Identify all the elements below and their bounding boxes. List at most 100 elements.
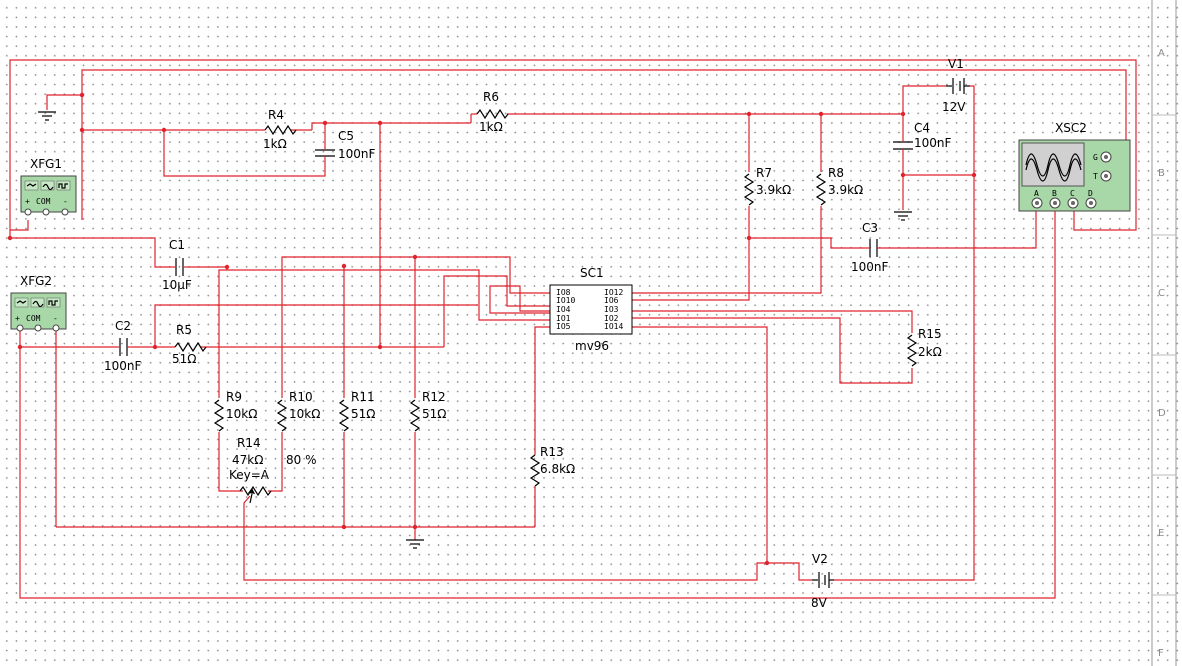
- potentiometer-r14[interactable]: R14 47kΩ Key=A 80 %: [229, 436, 317, 504]
- xsc2-pin-d: D: [1088, 189, 1093, 198]
- sc1-pin-io14: IO14: [604, 322, 623, 331]
- xsc2-pin-a: A: [1034, 189, 1039, 198]
- r8-value: 3.9kΩ: [828, 183, 863, 197]
- sc1-pin-io12: IO12: [604, 288, 623, 297]
- sc1-pin-io4: IO4: [556, 305, 571, 314]
- c5-value: 100nF: [338, 147, 376, 161]
- c4-ref: C4: [914, 121, 930, 135]
- xsc2-pin-g: G: [1093, 153, 1098, 162]
- sc1-pin-io10: IO10: [556, 296, 575, 305]
- r12-value: 51Ω: [422, 407, 446, 421]
- xfg2-label: XFG2: [20, 274, 52, 288]
- resistor-r11[interactable]: R11 51Ω: [339, 390, 375, 432]
- r10-ref: R10: [289, 390, 313, 404]
- c4-value: 100nF: [914, 136, 952, 150]
- r14-setting: 80 %: [286, 453, 317, 467]
- xfg1-com-label: COM: [36, 197, 51, 206]
- svg-text:-: -: [63, 197, 68, 206]
- svg-text:+: +: [25, 197, 30, 206]
- svg-text:+: +: [15, 314, 20, 323]
- r15-ref: R15: [918, 327, 942, 341]
- xfg1-label: XFG1: [30, 157, 62, 171]
- xsc2-pin-t: T: [1093, 172, 1098, 181]
- r7-ref: R7: [756, 166, 772, 180]
- v2-ref: V2: [812, 552, 828, 566]
- r13-ref: R13: [540, 445, 564, 459]
- ruler-row-c: C: [1158, 288, 1165, 299]
- sc1-pin-io3: IO3: [604, 305, 619, 314]
- c2-ref: C2: [115, 319, 131, 333]
- r8-ref: R8: [828, 166, 844, 180]
- ruler-row-d: D: [1158, 408, 1166, 419]
- function-generator-xfg1[interactable]: XFG1 COM + -: [20, 157, 77, 216]
- capacitor-c3[interactable]: C3 100nF: [851, 221, 889, 274]
- ruler-row-b: B: [1158, 168, 1165, 179]
- v1-ref: V1: [948, 57, 964, 71]
- resistor-r9[interactable]: R9 10kΩ: [214, 390, 257, 432]
- sc1-model: mv96: [575, 339, 609, 353]
- sheet-ruler: A B C D E F: [1151, 0, 1177, 666]
- r4-value: 1kΩ: [263, 137, 287, 151]
- c1-ref: C1: [169, 238, 185, 252]
- capacitor-c1[interactable]: C1 10µF: [162, 238, 192, 292]
- xfg2-com-label: COM: [26, 314, 41, 323]
- c1-value: 10µF: [162, 278, 192, 292]
- r9-value: 10kΩ: [226, 407, 257, 421]
- sc1-pin-io6: IO6: [604, 296, 619, 305]
- capacitor-c2[interactable]: C2 100nF: [104, 319, 142, 373]
- resistor-r6[interactable]: R6 1kΩ: [470, 90, 509, 134]
- resistor-r10[interactable]: R10 10kΩ: [277, 390, 320, 432]
- r6-value: 1kΩ: [479, 120, 503, 134]
- ground-symbol-2: [894, 211, 912, 221]
- function-generator-xfg2[interactable]: XFG2 COM +-: [10, 274, 67, 332]
- r13-value: 6.8kΩ: [540, 462, 575, 476]
- r11-ref: R11: [351, 390, 375, 404]
- ruler-row-e: E: [1158, 528, 1164, 539]
- resistor-r13[interactable]: R13 6.8kΩ: [530, 445, 575, 487]
- xsc2-label: XSC2: [1055, 121, 1087, 135]
- capacitor-c5[interactable]: C5 100nF: [315, 129, 376, 161]
- c2-value: 100nF: [104, 359, 142, 373]
- xsc2-pin-c: C: [1070, 189, 1075, 198]
- resistor-r7[interactable]: R7 3.9kΩ: [744, 166, 791, 206]
- r14-key: Key=A: [229, 468, 270, 482]
- sc1-pin-io8: IO8: [556, 288, 571, 297]
- ruler-row-f: F: [1158, 648, 1164, 659]
- resistor-r12[interactable]: R12 51Ω: [410, 390, 446, 432]
- wires[interactable]: [9, 59, 1137, 599]
- v2-value: 8V: [811, 596, 828, 610]
- ruler-row-a: A: [1158, 48, 1165, 59]
- resistor-r8[interactable]: R8 3.9kΩ: [816, 166, 863, 206]
- r12-ref: R12: [422, 390, 446, 404]
- r5-value: 51Ω: [172, 352, 196, 366]
- resistor-r15[interactable]: R15 2kΩ: [907, 327, 942, 367]
- resistor-r5[interactable]: R5 51Ω: [172, 323, 207, 366]
- r14-ref: R14: [237, 436, 261, 450]
- battery-v1[interactable]: V1 12V: [942, 57, 970, 114]
- r11-value: 51Ω: [351, 407, 375, 421]
- resistor-r4[interactable]: R4 1kΩ: [263, 108, 297, 151]
- junctions: [7, 92, 977, 566]
- sc1-pin-io2: IO2: [604, 314, 619, 323]
- r5-ref: R5: [176, 323, 192, 337]
- sc1-pin-io1: IO1: [556, 314, 571, 323]
- c5-ref: C5: [338, 129, 354, 143]
- r7-value: 3.9kΩ: [756, 183, 791, 197]
- sc1-pin-io5: IO5: [556, 322, 571, 331]
- sc1-ref: SC1: [580, 266, 604, 280]
- v1-value: 12V: [942, 100, 966, 114]
- r10-value: 10kΩ: [289, 407, 320, 421]
- r15-value: 2kΩ: [918, 345, 942, 359]
- ground-symbol-3: [406, 539, 424, 549]
- r9-ref: R9: [226, 390, 242, 404]
- r6-ref: R6: [483, 90, 499, 104]
- xsc2-pin-b: B: [1052, 189, 1057, 198]
- chip-sc1[interactable]: SC1 IO8 IO10 IO4 IO1 IO5 IO12 IO6 IO3 IO…: [549, 266, 633, 353]
- ground-symbol-1: [38, 111, 56, 121]
- capacitor-c4[interactable]: C4 100nF: [893, 121, 952, 155]
- oscilloscope-xsc2[interactable]: XSC2 G T A B C D: [1018, 121, 1131, 212]
- battery-v2[interactable]: V2 8V: [811, 552, 834, 610]
- c3-ref: C3: [862, 221, 878, 235]
